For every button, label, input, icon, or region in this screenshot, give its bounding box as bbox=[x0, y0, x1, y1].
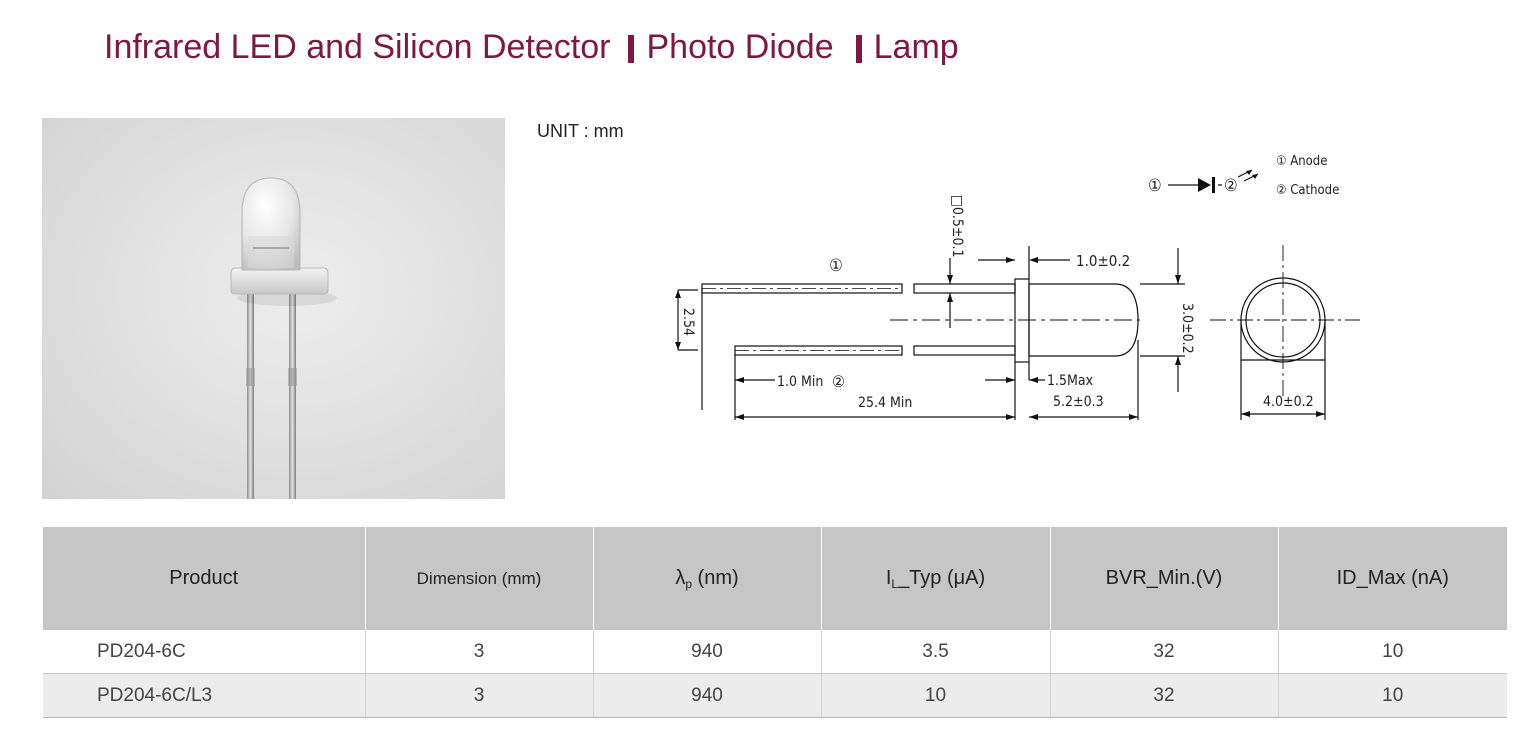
cell-light-current: 3.5 bbox=[821, 630, 1051, 674]
dim-lead-square: □0.5±0.1 bbox=[949, 195, 965, 258]
dim-outer-dia: 4.0±0.2 bbox=[1263, 394, 1314, 410]
title-separator bbox=[628, 34, 635, 63]
title-separator bbox=[855, 34, 862, 63]
cell-dark-current: 10 bbox=[1278, 673, 1507, 718]
cell-dark-current: 10 bbox=[1278, 630, 1507, 674]
header-dark-current: ID_Max (nA) bbox=[1278, 527, 1507, 630]
dim-lead-length: 25.4 Min bbox=[858, 395, 912, 411]
cell-product: PD204-6C bbox=[43, 630, 366, 674]
lead-label-1: ① bbox=[829, 256, 843, 276]
page-title: Infrared LED and Silicon Detector Photo … bbox=[104, 28, 959, 67]
title-part-3: Lamp bbox=[873, 28, 959, 66]
cell-wavelength: 940 bbox=[593, 630, 822, 674]
dim-pitch: 2.54 bbox=[680, 308, 696, 336]
header-dimension: Dimension (mm) bbox=[365, 527, 594, 630]
legend-cathode: ② Cathode bbox=[1276, 183, 1339, 198]
spec-table: Product Dimension (mm) λp (nm) IL_Typ (μ… bbox=[43, 527, 1507, 718]
cell-breakdown-voltage: 32 bbox=[1050, 673, 1279, 718]
dim-body-dia: 3.0±0.2 bbox=[1179, 303, 1195, 354]
cell-product: PD204-6C/L3 bbox=[43, 673, 366, 718]
cell-breakdown-voltage: 32 bbox=[1050, 630, 1279, 674]
cell-wavelength: 940 bbox=[593, 673, 822, 718]
header-wavelength: λp (nm) bbox=[593, 527, 822, 630]
symbol-pin-2: ② bbox=[1224, 176, 1238, 196]
header-product: Product bbox=[43, 527, 366, 630]
diode-symbol-icon bbox=[1198, 178, 1211, 192]
dim-flange: 1.0±0.2 bbox=[1076, 252, 1130, 270]
cell-light-current: 10 bbox=[821, 673, 1051, 718]
product-photo bbox=[42, 118, 505, 499]
table-row: PD204-6C 3 940 3.5 32 10 bbox=[43, 630, 1507, 674]
table-row: PD204-6C/L3 3 940 10 32 10 bbox=[43, 673, 1507, 718]
dimension-drawing: □0.5±0.1 1.0±0.2 ① 3.0±0.2 2.54 1.0 Min … bbox=[675, 154, 1360, 420]
legend-anode: ① Anode bbox=[1276, 154, 1327, 169]
dim-body-length: 5.2±0.3 bbox=[1053, 394, 1104, 410]
dim-flange-max: 1.5Max bbox=[1047, 373, 1094, 389]
lead-label-2: ② bbox=[832, 372, 845, 391]
cell-dimension: 3 bbox=[365, 673, 594, 718]
cell-dimension: 3 bbox=[365, 630, 594, 674]
header-light-current: IL_Typ (μA) bbox=[821, 527, 1051, 630]
header-breakdown-voltage: BVR_Min.(V) bbox=[1050, 527, 1279, 630]
unit-label: UNIT : mm bbox=[537, 121, 624, 141]
photodiode-lamp-icon bbox=[230, 177, 337, 499]
dim-lead-min: 1.0 Min bbox=[777, 374, 823, 390]
table-header-row: Product Dimension (mm) λp (nm) IL_Typ (μ… bbox=[43, 527, 1507, 630]
symbol-pin-1: ① bbox=[1148, 176, 1162, 196]
title-part-1: Infrared LED and Silicon Detector bbox=[104, 28, 611, 66]
title-part-2: Photo Diode bbox=[646, 28, 834, 66]
